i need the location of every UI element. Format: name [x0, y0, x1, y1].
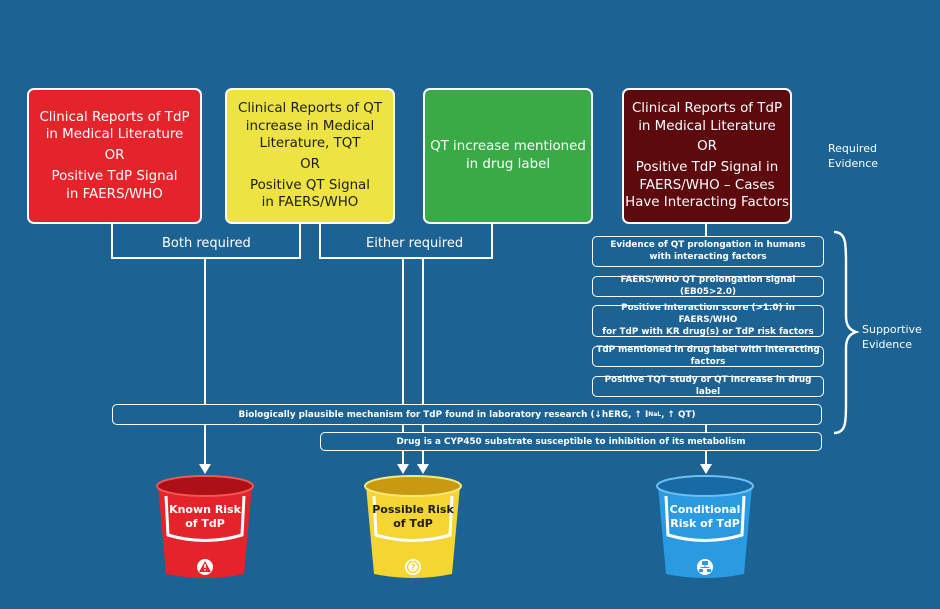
green-box-line: QT increase mentioned: [430, 139, 586, 155]
bucket-label-line: Risk of TdP: [670, 517, 740, 531]
red-box-line: in FAERS/WHO: [66, 186, 163, 202]
maroon-box-line: FAERS/WHO – Cases: [639, 177, 775, 193]
conditional-risk-label: Conditional Risk of TdP: [660, 503, 750, 532]
biological-mechanism-bar: Biologically plausible mechanism for TdP…: [112, 404, 822, 425]
bucket-label-line: of TdP: [393, 517, 433, 531]
maroon-box-line: Positive TdP Signal in: [635, 160, 779, 175]
arrowhead-icon: [700, 464, 712, 474]
bar-subscript: NaL: [648, 411, 662, 418]
supportive-evidence-label: Supportive Evidence: [862, 322, 922, 353]
bucket-label-line: Possible Risk: [372, 503, 454, 516]
either-required-label: Either required: [362, 236, 468, 251]
known-risk-label: Known Risk of TdP: [160, 503, 250, 532]
supportive-item-line: FAERS/WHO QT prolongation signal (EB05>2…: [620, 274, 796, 297]
bucket-label-line: Conditional: [669, 503, 741, 516]
bar-text: , ↑ QT): [661, 409, 696, 420]
bucket-known: [156, 475, 254, 578]
red-box-line: in Medical Literature: [45, 127, 184, 143]
bucket-label-line: of TdP: [185, 517, 225, 531]
bucket-possible: [364, 475, 462, 578]
supportive-item-line: Positive TQT study or QT Increase in dru…: [604, 374, 812, 397]
warning-icon: [199, 561, 211, 572]
side-label-line: Evidence: [828, 157, 879, 171]
cyp450-bar: Drug is a CYP450 substrate susceptible t…: [320, 432, 822, 451]
supportive-item: Positive Interaction score (>1.0) in FAE…: [592, 303, 824, 337]
yellow-box-line: Literature, TQT: [259, 136, 361, 152]
supportive-item-line: TdP mentioned in drug label with interac…: [596, 344, 820, 367]
supportive-item: Evidence of QT prolongation in humans wi…: [592, 236, 824, 267]
supportive-item: Positive TQT study or QT Increase in dru…: [592, 374, 824, 397]
supportive-item: FAERS/WHO QT prolongation signal (EB05>2…: [592, 274, 824, 297]
supportive-brace: [833, 230, 860, 435]
yellow-box-line: Clinical Reports of QT: [237, 100, 383, 116]
supportive-item: TdP mentioned in drug label with interac…: [592, 344, 824, 367]
side-label-line: Evidence: [862, 338, 913, 352]
side-label-line: Supportive: [862, 323, 922, 336]
maroon-box: Clinical Reports of TdP in Medical Liter…: [622, 88, 792, 224]
both-required-label: Both required: [158, 236, 255, 251]
arrowhead-icon: [397, 464, 409, 474]
bar-text: Biologically plausible mechanism for TdP…: [238, 409, 649, 420]
yellow-box: Clinical Reports of QT increase in Medic…: [225, 88, 395, 224]
or-text: OR: [697, 139, 717, 155]
yellow-box-line: in FAERS/WHO: [261, 195, 359, 211]
bar-text: Drug is a CYP450 substrate susceptible t…: [396, 436, 746, 447]
hierarchy-icon: [699, 561, 711, 572]
maroon-box-line: in Medical Literature: [638, 118, 776, 134]
arrowhead-icon: [199, 464, 211, 474]
required-evidence-label: Required Evidence: [828, 141, 878, 172]
possible-risk-label: Possible Risk of TdP: [368, 503, 458, 532]
or-text: OR: [300, 157, 320, 172]
question-icon: ?: [406, 560, 420, 574]
supportive-item-line: for TdP with KR drug(s) or TdP risk fact…: [602, 326, 814, 337]
red-box: Clinical Reports of TdP in Medical Liter…: [27, 88, 202, 224]
maroon-box-line: Clinical Reports of TdP: [631, 100, 783, 116]
supportive-item-line: with interacting factors: [649, 251, 767, 262]
or-text: OR: [104, 148, 125, 164]
svg-text:?: ?: [410, 564, 415, 574]
arrowhead-icon: [417, 464, 429, 474]
red-box-line: Clinical Reports of TdP: [39, 109, 190, 125]
green-box: QT increase mentioned in drug label: [423, 88, 593, 224]
yellow-box-line: increase in Medical: [245, 118, 375, 134]
yellow-box-line: Positive QT Signal: [250, 177, 370, 193]
supportive-item-line: Evidence of QT prolongation in humans: [610, 239, 806, 250]
bucket-conditional: [656, 475, 754, 578]
side-label-line: Required: [828, 142, 877, 155]
supportive-item-line: Positive Interaction score (>1.0) in FAE…: [621, 303, 795, 326]
maroon-box-line: Have Interacting Factors: [625, 195, 789, 211]
bucket-label-line: Known Risk: [169, 503, 241, 516]
green-box-line: in drug label: [465, 157, 551, 172]
red-box-line: Positive TdP Signal: [51, 168, 178, 184]
either-required-connector: [319, 224, 493, 259]
